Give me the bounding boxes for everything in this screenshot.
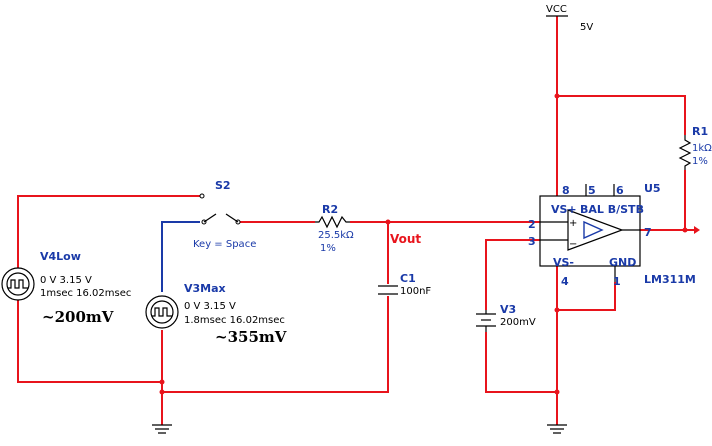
wire-v4-bottom (17, 300, 162, 383)
wire-vcc-r1 (557, 95, 686, 135)
ground-icon (547, 424, 567, 434)
wire-pin1 (557, 282, 616, 311)
v4-note: ~200mV (42, 308, 114, 326)
u5-pin7: 7 (644, 226, 652, 239)
r1-ref: R1 (692, 125, 708, 138)
v3-value: 200mV (500, 317, 536, 328)
junction-dot (385, 219, 391, 225)
u5-body (539, 195, 641, 267)
u5-inner-triangle (583, 220, 604, 240)
switch-s2[interactable]: S2 Key = Space (193, 179, 256, 250)
wire-v4-top (17, 195, 200, 268)
s2-blade (203, 213, 217, 223)
r1-zigzag (678, 135, 692, 170)
junction-dot (554, 307, 560, 313)
v3max-note: ~355mV (215, 328, 287, 346)
u5-pin2: 2 (528, 218, 536, 231)
v3max-circle (145, 295, 179, 329)
ground-right (547, 424, 567, 434)
wire-pin3-v3 (485, 239, 540, 310)
comparator-u5: 8 5 6 2 3 7 4 1 VS+ BAL B/STB VS- GND + … (528, 182, 696, 288)
wire-v3-bottom (485, 332, 557, 393)
c1-bg (377, 284, 399, 296)
u5-pin3: 3 (528, 235, 536, 248)
r1-value: 1kΩ (692, 143, 712, 154)
v3max-line1: 0 V 3.15 V (184, 301, 236, 312)
u5-plus-sign: + (569, 218, 577, 229)
junction-dot (682, 227, 688, 233)
v4-inner-circle (6, 272, 30, 296)
s2-ref: S2 (215, 179, 231, 192)
vcc-label: VCC (546, 4, 567, 15)
capacitor-c1: C1 100nF (377, 272, 431, 297)
v3-ref: V3 (500, 303, 516, 316)
v4-ref: V4Low (40, 250, 81, 263)
junction-dot (554, 389, 560, 395)
source-v3: V3 200mV (474, 303, 536, 332)
junction-dot (159, 379, 165, 385)
u5-vs-minus: VS- (553, 256, 574, 269)
v3max-inner-circle (150, 300, 174, 324)
u5-minus-sign: − (569, 239, 577, 250)
vout-net-label: Vout (390, 232, 421, 246)
v3max-line2: 1.8msec 16.02msec (184, 315, 285, 326)
wires (17, 16, 694, 425)
v4-circle (1, 267, 35, 301)
resistor-r1: R1 1kΩ 1% (678, 125, 712, 170)
r2-value: 25.5kΩ (318, 230, 354, 241)
u5-gnd: GND (609, 256, 636, 269)
pulse-icon (152, 307, 172, 317)
junctions (159, 93, 688, 395)
source-v4low: V4Low 0 V 3.15 V 1msec 16.02msec ~200mV (1, 250, 131, 326)
wire-v3max-top (161, 221, 200, 292)
u5-triangle (567, 209, 624, 251)
wire-gnd-rail (162, 296, 389, 393)
c1-ref: C1 (400, 272, 416, 285)
pulse-icon (8, 279, 28, 289)
u5-pin5: 5 (588, 184, 596, 197)
u5-ref: U5 (644, 182, 661, 195)
u5-bal: BAL B/STB (580, 203, 644, 216)
ground-left (152, 424, 172, 434)
u5-pin6: 6 (616, 184, 624, 197)
u5-pin8: 8 (562, 184, 570, 197)
u5-pin4: 4 (561, 275, 569, 288)
c1-value: 100nF (400, 286, 431, 297)
source-v3max: V3Max 0 V 3.15 V 1.8msec 16.02msec ~355m… (145, 282, 287, 346)
r2-tol: 1% (320, 243, 336, 254)
u5-pin1: 1 (613, 275, 621, 288)
v4-line1: 0 V 3.15 V (40, 275, 92, 286)
u5-vs-plus: VS+ (551, 203, 577, 216)
r1-tol: 1% (692, 156, 708, 167)
r2-zigzag (315, 215, 350, 229)
output-arrow-icon (694, 226, 700, 234)
v4-line2: 1msec 16.02msec (40, 288, 131, 299)
junction-dot (159, 389, 165, 395)
r2-ref: R2 (322, 203, 338, 216)
s2-contact-a (199, 193, 205, 199)
s2-blade2 (225, 213, 239, 223)
s2-key: Key = Space (193, 239, 256, 250)
u5-part: LM311M (644, 273, 696, 286)
vcc-value: 5V (580, 22, 593, 33)
v3max-ref: V3Max (184, 282, 226, 295)
resistor-r2: R2 25.5kΩ 1% (315, 203, 354, 254)
ground-icon (152, 424, 172, 434)
vcc-symbol: VCC 5V (546, 4, 593, 33)
junction-dot (554, 93, 560, 99)
